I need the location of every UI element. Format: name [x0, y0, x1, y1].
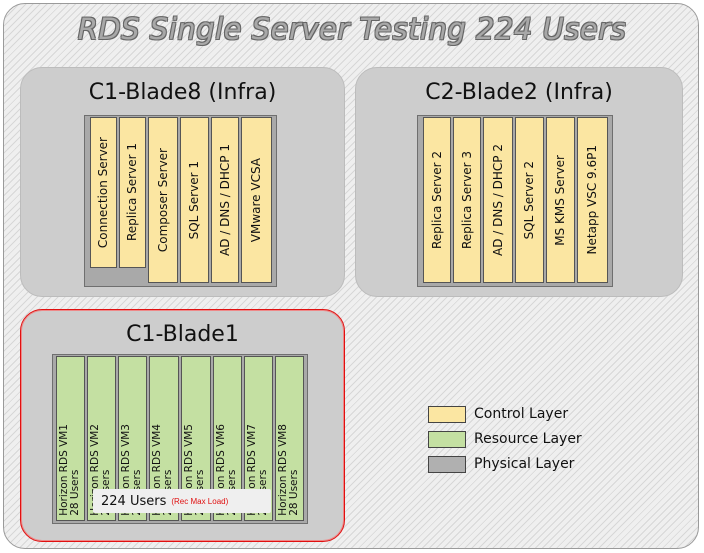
vm-label: VMware VCSA: [249, 157, 263, 243]
vm-label: AD / DNS / DHCP 2: [490, 144, 505, 256]
legend-label: Physical Layer: [474, 456, 575, 472]
total-users-label: 224 Users: [101, 493, 167, 509]
vm-label: Replica Server 3: [459, 150, 474, 250]
vm-slot: AD / DNS / DHCP 1: [211, 117, 239, 283]
diagram-title: RDS Single Server Testing 224 Users: [77, 12, 627, 46]
max-load-note: (Rec Max Load): [171, 496, 229, 506]
vm-label: Connection Server: [96, 136, 110, 249]
vm-slot: Netapp VSC 9.6P1: [577, 117, 608, 283]
control-layer-swatch: [428, 405, 466, 423]
vm-label: Netapp VSC 9.6P1: [585, 145, 599, 255]
vm-slot: Replica Server 2: [423, 117, 451, 283]
legend-label: Resource Layer: [474, 431, 582, 447]
vm-label: Composer Server: [155, 147, 170, 253]
vm-label: MS KMS Server: [553, 154, 567, 246]
vm-slot: AD / DNS / DHCP 2: [483, 117, 513, 283]
legend-item-resource: Resource Layer: [428, 429, 582, 449]
legend-item-control: Control Layer: [428, 404, 568, 424]
vm-label: AD / DNS / DHCP 1: [217, 144, 232, 256]
resource-layer-swatch: [428, 430, 466, 448]
rds-vm-users: 28 Users: [69, 469, 81, 516]
vm-slot: VMware VCSA: [241, 117, 272, 283]
vm-slot: Replica Server 1: [119, 117, 146, 268]
physical-layer-swatch: [428, 455, 466, 473]
vm-slot: SQL Server 1: [180, 117, 209, 283]
rack-c2-blade2: Replica Server 2 Replica Server 3 AD / D…: [417, 115, 613, 287]
vm-label: Replica Server 1: [125, 143, 139, 242]
legend-item-physical: Physical Layer: [428, 454, 574, 474]
vm-slot: MS KMS Server: [546, 117, 575, 283]
legend-label: Control Layer: [474, 406, 569, 422]
vm-slot: Composer Server: [148, 117, 178, 283]
rds-vm-users: 28 Users: [288, 469, 300, 516]
vm-slot: SQL Server 2: [515, 117, 544, 283]
vm-slot: Replica Server 3: [453, 117, 481, 283]
vm-label: SQL Server 2: [522, 160, 536, 240]
vm-slot: Connection Server: [90, 117, 117, 268]
blade-c1-blade1-title: C1-Blade1: [126, 322, 239, 347]
blade-c1-blade8-title: C1-Blade8 (Infra): [88, 80, 277, 105]
vm-label: Replica Server 2: [429, 150, 444, 250]
rack-c1-blade8: Connection Server Replica Server 1 Compo…: [84, 115, 277, 287]
blade-c2-blade2-title: C2-Blade2 (Infra): [425, 80, 613, 105]
vm-label: SQL Server 1: [187, 160, 201, 240]
total-users-box: 224 Users (Rec Max Load): [93, 489, 271, 513]
